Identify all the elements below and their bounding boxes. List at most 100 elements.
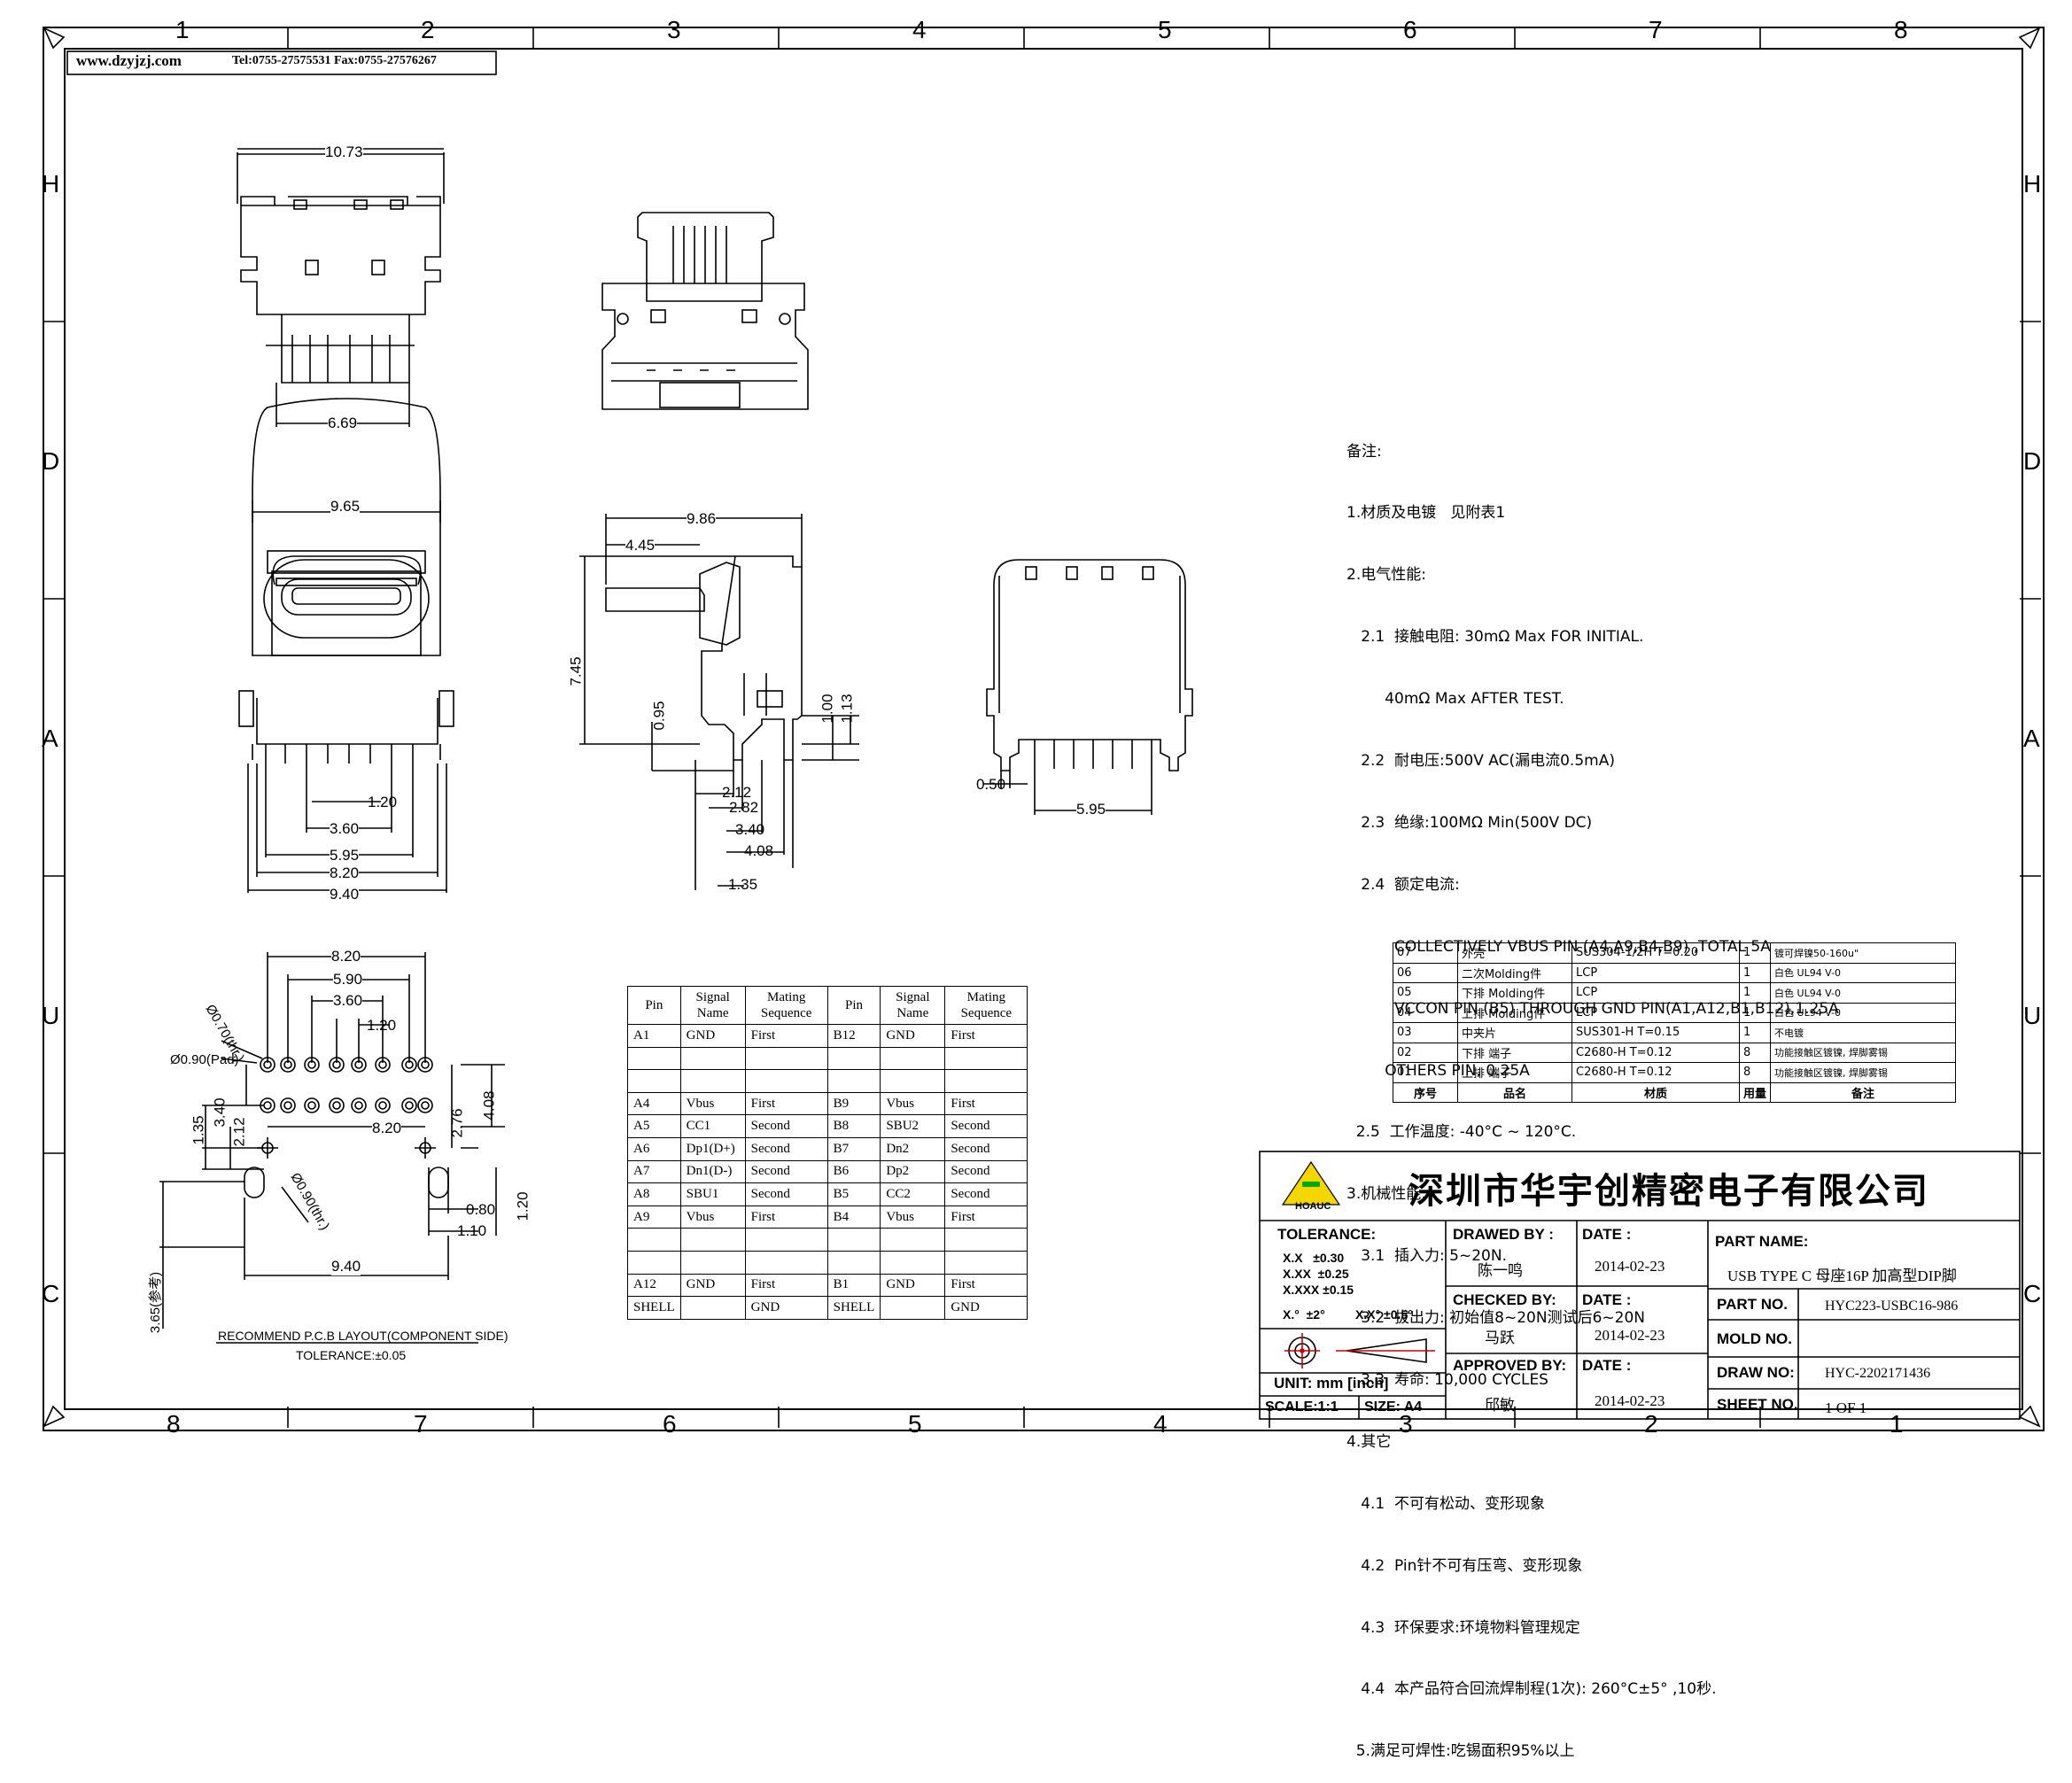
unit-label: UNIT: mm [inch]	[1274, 1375, 1389, 1392]
pin-table-cell: B6	[826, 1159, 881, 1184]
draw-no-value: HYC-2202171436	[1825, 1366, 1931, 1381]
dim-pcb-080: 0.80	[466, 1201, 496, 1218]
pin-table-cell: GND	[880, 1024, 946, 1048]
date-label-1: DATE :	[1582, 1226, 1632, 1243]
pin-table-cell: First	[944, 1273, 1028, 1298]
pin-table-cell: A5	[627, 1114, 681, 1138]
dim-pcb-120: 1.20	[367, 1017, 397, 1034]
dim-side-212: 2.12	[722, 784, 752, 801]
dim-side-340: 3.40	[735, 821, 765, 838]
note-line: 4.2 Pin针不可有压弯、变形现象	[1346, 1556, 1583, 1575]
drawing-canvas	[43, 27, 2041, 1428]
dim-front-940: 9.40	[330, 886, 360, 903]
pin-table-cell: First	[944, 1205, 1028, 1229]
bom-cell: 上排 端子	[1457, 1062, 1572, 1083]
pin-table-cell: A7	[627, 1159, 681, 1184]
bom-cell: 1	[1738, 982, 1772, 1004]
corner-marker-br	[2018, 1405, 2041, 1428]
dim-side-095: 0.95	[650, 701, 668, 731]
bom-cell: C2680-H T=0.12	[1571, 1062, 1740, 1083]
pin-table-cell: GND	[944, 1296, 1028, 1320]
pin-table-cell: A8	[627, 1182, 681, 1206]
dim-pcb-276: 2.76	[448, 1108, 466, 1138]
bom-cell: 01	[1393, 1062, 1458, 1083]
bom-header-cell: 备注	[1770, 1081, 1957, 1103]
tolerance-xxx: X.XX ±0.25	[1283, 1267, 1349, 1281]
pin-table-cell: CC1	[679, 1114, 746, 1138]
grid-letter-left-d: D	[42, 447, 60, 475]
pin-table-cell: A1	[627, 1024, 681, 1048]
pin-table-cell: Dp1(D+)	[679, 1136, 746, 1161]
company-logo	[1281, 1160, 1341, 1205]
dim-pcb-820-mid: 8.20	[372, 1120, 402, 1137]
pin-table-cell: B8	[826, 1114, 881, 1138]
pin-table-cell	[627, 1228, 681, 1252]
pin-table-row	[627, 1046, 1028, 1071]
pin-table-cell	[880, 1250, 946, 1275]
tolerance-angle2: X.X° ±0.5°	[1355, 1307, 1413, 1322]
bom-cell: 03	[1393, 1022, 1458, 1043]
pin-table-cell: SBU1	[679, 1182, 746, 1206]
pin-table-cell	[679, 1296, 746, 1320]
pin-table-cell: Second	[744, 1114, 828, 1138]
pin-table-cell	[880, 1046, 946, 1071]
grid-num-bottom-7: 7	[414, 1410, 428, 1438]
approved-by-value: 邱敏	[1485, 1397, 1515, 1414]
dim-front-820: 8.20	[330, 864, 360, 882]
pin-table-cell: Second	[944, 1182, 1028, 1206]
header-website: www.dzyjzj.com	[76, 52, 182, 69]
grid-num-bottom-1: 1	[1890, 1410, 1904, 1438]
pin-table-cell: First	[744, 1024, 828, 1048]
bom-header-cell: 序号	[1393, 1081, 1458, 1103]
logo-text: HOAUC	[1295, 1201, 1331, 1212]
grid-letter-left-u: U	[42, 1002, 60, 1029]
pin-table-cell	[944, 1250, 1028, 1275]
dim-side-282: 2.82	[729, 799, 759, 816]
note-line: 3.2 拔出力: 初始值8~20N测试后6~20N	[1346, 1309, 1646, 1328]
grid-num-top-3: 3	[667, 16, 681, 43]
bom-cell: 外壳	[1457, 942, 1572, 964]
part-no-label: PART NO.	[1717, 1296, 1788, 1313]
pin-table-cell: SHELL	[627, 1296, 681, 1320]
scale-label: SCALE:1:1	[1265, 1399, 1339, 1415]
pin-table-cell	[944, 1069, 1028, 1093]
pcb-layout	[159, 952, 505, 1344]
dim-pcb-120-slot: 1.20	[514, 1191, 532, 1221]
note-line: 2.电气性能:	[1346, 566, 1426, 585]
pin-table-cell	[826, 1046, 881, 1071]
note-line: 40mΩ Max AFTER TEST.	[1346, 690, 1564, 709]
pin-table-cell: A12	[627, 1273, 681, 1298]
dim-top-width: 10.73	[325, 143, 363, 161]
tolerance-label: TOLERANCE:	[1277, 1226, 1377, 1243]
pin-table-cell: GND	[679, 1273, 746, 1298]
grid-num-top-5: 5	[1158, 16, 1172, 43]
pcb-caption-title: RECOMMEND P.C.B LAYOUT(COMPONENT SIDE)	[218, 1329, 508, 1343]
bom-header-cell: 材质	[1571, 1081, 1740, 1103]
bom-cell: 中夹片	[1457, 1022, 1572, 1043]
bom-cell: 不电镀	[1770, 1022, 1957, 1043]
dim-pcb-pad: Ø0.90(Pad)	[170, 1052, 239, 1067]
pin-table-cell: Second	[744, 1182, 828, 1206]
pin-table-row	[627, 1069, 1028, 1093]
grid-num-bottom-2: 2	[1644, 1410, 1658, 1438]
bom-header-cell: 品名	[1457, 1081, 1572, 1103]
note-line: 2.4 额定电流:	[1346, 875, 1460, 894]
pin-table-cell: Vbus	[679, 1205, 746, 1229]
pin-table-cell: GND	[744, 1296, 828, 1320]
part-name-label: PART NAME:	[1715, 1233, 1809, 1250]
bom-header-cell: 用量	[1738, 1081, 1772, 1103]
note-line: 5.满足可焊性:吃锡面积95%以上	[1346, 1742, 1575, 1761]
bom-cell: 下排 Molding件	[1457, 982, 1572, 1004]
note-line: 1.材质及电镀 见附表1	[1346, 504, 1506, 523]
pcb-pads-bottom	[260, 1097, 433, 1113]
bom-cell: 白色 UL94 V-0	[1770, 962, 1957, 983]
grid-num-top-8: 8	[1894, 16, 1908, 43]
company-name: 深圳市华宇创精密电子有限公司	[1408, 1170, 1929, 1212]
dim-side-745: 7.45	[567, 656, 585, 686]
checked-by-value: 马跃	[1485, 1329, 1515, 1346]
front-view	[238, 398, 454, 893]
bom-cell: 8	[1738, 1062, 1772, 1083]
dim-pcb-408: 4.08	[480, 1090, 498, 1120]
grid-num-bottom-5: 5	[908, 1410, 922, 1438]
